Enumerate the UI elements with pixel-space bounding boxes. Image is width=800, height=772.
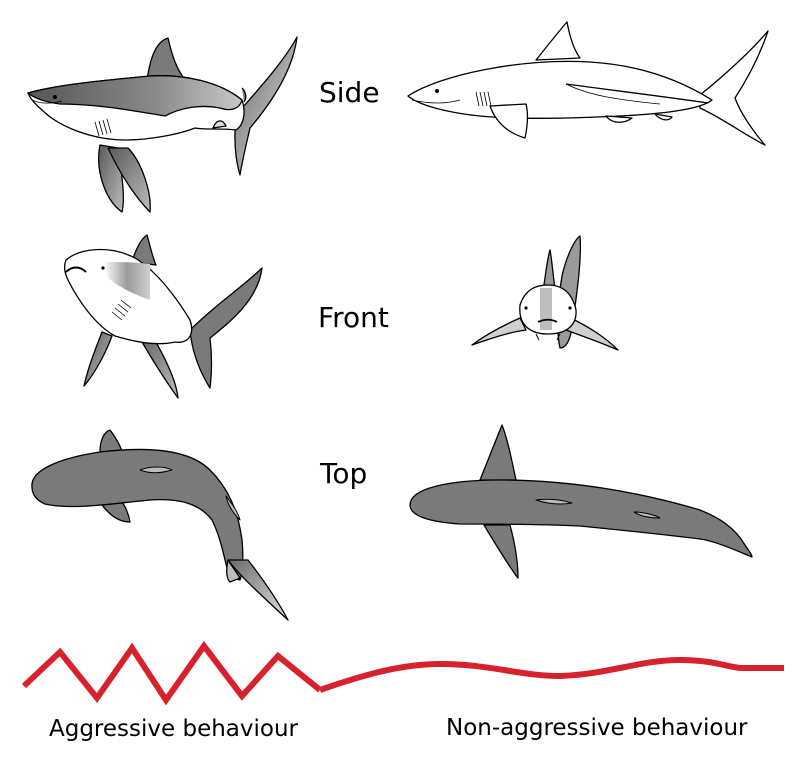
- shark-curved-top-icon: [31, 429, 289, 621]
- non-aggressive-motion-line: [319, 656, 784, 693]
- shark-arched-side-icon: [27, 36, 298, 213]
- shark-front-icon: [471, 235, 619, 351]
- shark-side-icon: [407, 21, 769, 146]
- top-view-label: Top: [320, 457, 368, 490]
- front-view-label: Front: [318, 301, 389, 334]
- shark-pectoral-down-front-icon: [64, 234, 263, 399]
- non-aggressive-behaviour-caption: Non-aggressive behaviour: [446, 715, 748, 741]
- aggressive-motion-line: [21, 640, 322, 706]
- shark-straight-top-icon: [409, 424, 753, 579]
- aggressive-behaviour-caption: Aggressive behaviour: [49, 716, 298, 742]
- side-view-label: Side: [319, 76, 380, 109]
